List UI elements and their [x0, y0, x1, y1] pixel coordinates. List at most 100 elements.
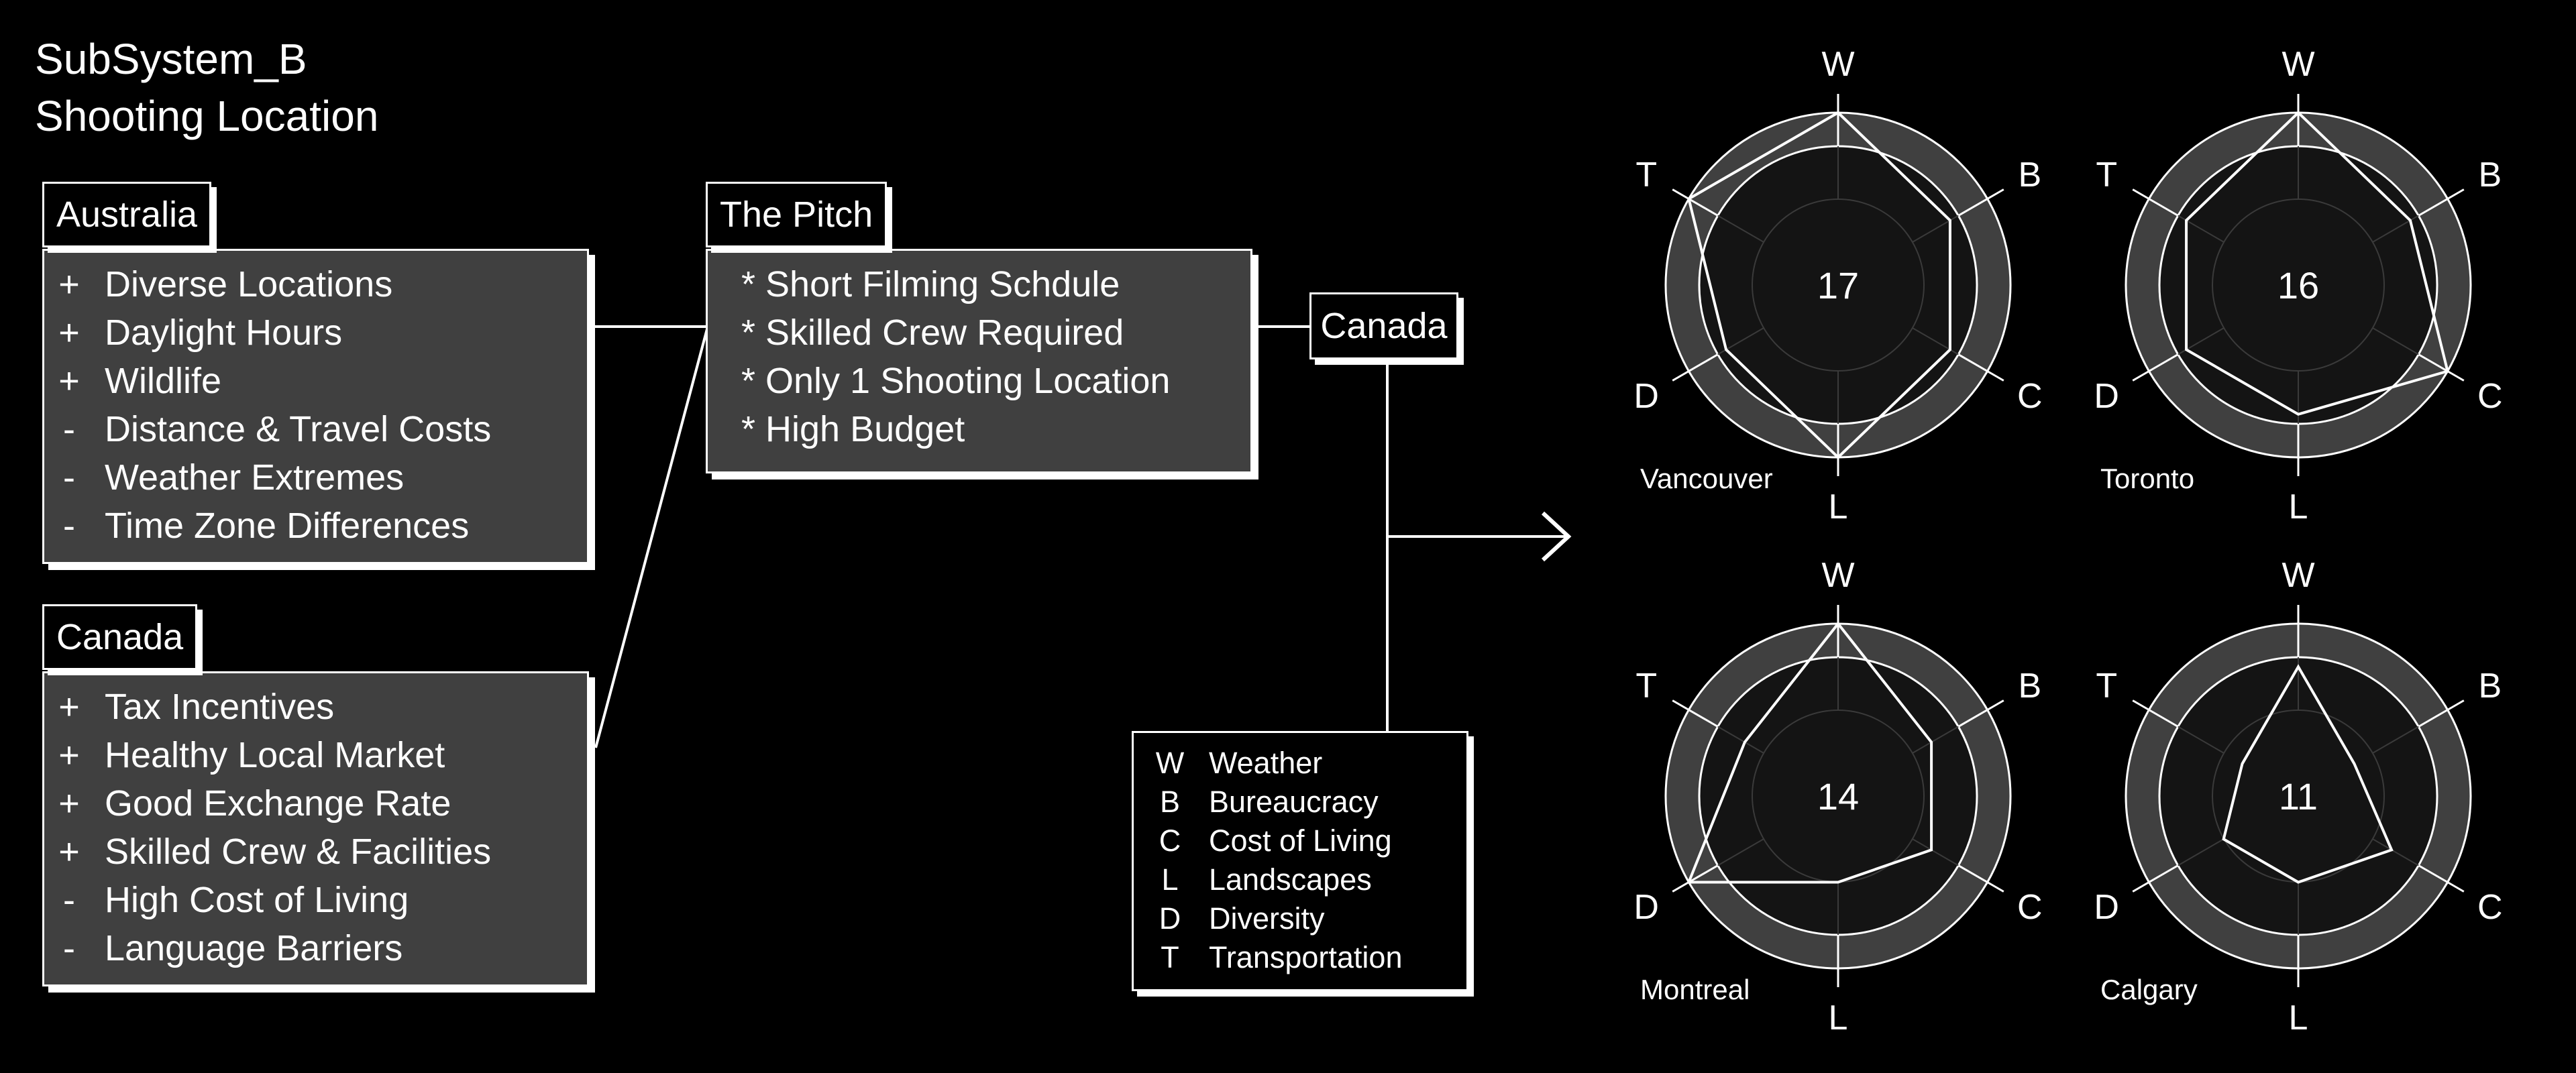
radar-data-polygon: [2222, 664, 2394, 884]
radar-score: 16: [2277, 264, 2319, 306]
radar-spoke: [2372, 327, 2419, 355]
list-item-text: Tax Incentives: [105, 687, 335, 727]
legend-code: C: [1159, 824, 1181, 858]
radar-axis-label: B: [2018, 667, 2041, 705]
radar-spoke: [2372, 726, 2419, 754]
legend-label: Weather: [1209, 746, 1323, 780]
radar-spoke: [1717, 726, 1764, 754]
list-item-text: Skilled Crew & Facilities: [105, 832, 492, 872]
canada-tab: Canada: [42, 604, 198, 670]
radar-axis-tick: [2418, 864, 2465, 893]
legend-label: Cost of Living: [1209, 824, 1392, 858]
radar-city-label: Toronto: [2100, 463, 2194, 494]
legend-row: W Weather: [1134, 744, 1466, 783]
list-item-symbol: +: [58, 264, 80, 304]
list-item-symbol: -: [63, 457, 75, 498]
radar-score: 17: [1817, 264, 1859, 306]
legend-row: C Cost of Living: [1134, 822, 1466, 860]
list-item-symbol: +: [58, 832, 80, 872]
radar-score: 11: [2279, 775, 2318, 817]
radar-axis-label: W: [2282, 556, 2314, 595]
radar-spoke: [1912, 838, 1959, 866]
legend-code: T: [1161, 940, 1179, 974]
list-item: + Tax Incentives: [44, 683, 587, 731]
list-item-symbol: -: [63, 880, 75, 920]
list-item-text: High Cost of Living: [105, 880, 409, 920]
radar-city-label: Montreal: [1640, 974, 1750, 1005]
arrow-head-icon: [1541, 511, 1572, 562]
title-shooting-location: Shooting Location: [35, 92, 379, 140]
list-item-symbol: +: [58, 361, 80, 401]
radar-charts: WBCLDT17VancouverWBCLDT16TorontoWBCLDT14…: [1633, 45, 2502, 1037]
list-item: +Healthy Local Market: [44, 731, 587, 779]
radar-city-label: Calgary: [2100, 974, 2198, 1005]
radar-axis-label: B: [2478, 667, 2502, 705]
radar-axis-label: W: [1821, 45, 1854, 84]
list-item-text: Healthy Local Market: [105, 735, 445, 775]
radar-data-polygon: [1686, 621, 1933, 884]
list-item-text: Daylight Hours: [105, 313, 343, 353]
pitch-card: * Short Filming Schdule * Skilled Crew R…: [706, 249, 1252, 473]
australia-card: +Diverse Locations +Daylight Hours +Wild…: [42, 249, 589, 564]
pitch-tab: The Pitch: [706, 182, 888, 247]
radar-axis-tick: [1672, 188, 1719, 217]
title-subsystem: SubSystem_B: [35, 35, 307, 83]
radar-spoke: [2372, 838, 2419, 866]
legend-code: W: [1155, 746, 1185, 780]
list-item: -Weather Extremes: [44, 453, 587, 502]
list-item: -Time Zone Differences: [44, 502, 587, 550]
list-item: -Language Barriers: [44, 924, 587, 972]
radar-axis-tick: [1672, 353, 1719, 382]
connectors: [589, 325, 1572, 748]
legend-label: Transportation: [1209, 940, 1403, 974]
radar-axis-label: D: [2094, 377, 2119, 416]
radar-axis-label: L: [1829, 488, 1848, 526]
list-item-text: Weather Extremes: [105, 457, 405, 498]
radar-axis-label: L: [2289, 488, 2308, 526]
canada-node: Canada: [1309, 292, 1458, 359]
legend-label: Landscapes: [1209, 862, 1372, 897]
list-item-text: Wildlife: [105, 361, 222, 401]
radar-axis-tick: [1672, 864, 1719, 893]
radar-axis-tick: [2132, 864, 2179, 893]
radar-axis-label: D: [2094, 888, 2119, 927]
pitch-item: * Skilled Crew Required: [741, 313, 1124, 353]
radar-axis-label: C: [2477, 888, 2503, 927]
radar-axis-label: T: [2096, 156, 2117, 194]
list-item: +Good Exchange Rate: [44, 779, 587, 828]
radar-axis-label: T: [1635, 667, 1657, 705]
radar-axis-tick: [1957, 188, 2004, 217]
radar-axis-label: W: [1821, 556, 1854, 595]
radar-axis-label: C: [2477, 377, 2503, 416]
list-item: +Daylight Hours: [44, 308, 587, 357]
radar-spoke: [2178, 726, 2224, 754]
radar-axis-label: C: [2017, 888, 2043, 927]
connector-canada-pitch: [594, 326, 709, 748]
legend-label: Diversity: [1209, 901, 1325, 936]
radar-axis-label: D: [1633, 888, 1659, 927]
list-item-symbol: -: [63, 506, 75, 546]
radar-axis-label: L: [2289, 999, 2308, 1037]
radar-axis-label: L: [1829, 999, 1848, 1037]
legend-row: T Transportation: [1134, 938, 1466, 977]
list-item-text: Distance & Travel Costs: [105, 409, 492, 449]
radar-axis-tick: [2132, 699, 2179, 728]
legend-label: Bureaucracy: [1209, 785, 1379, 819]
list-item: +Diverse Locations: [44, 260, 587, 308]
list-item-symbol: +: [58, 687, 80, 727]
radar-data-polygon: [2185, 111, 2449, 416]
radar-spoke: [2178, 838, 2224, 866]
radar-axis-label: D: [1633, 377, 1659, 416]
radar-axis-tick: [1957, 699, 2004, 728]
canada-card: +Tax Incentives +Healthy Local Market +G…: [42, 671, 589, 986]
radar-axis-label: B: [2018, 156, 2041, 194]
list-item: + Skilled Crew & Facilities: [44, 828, 587, 876]
